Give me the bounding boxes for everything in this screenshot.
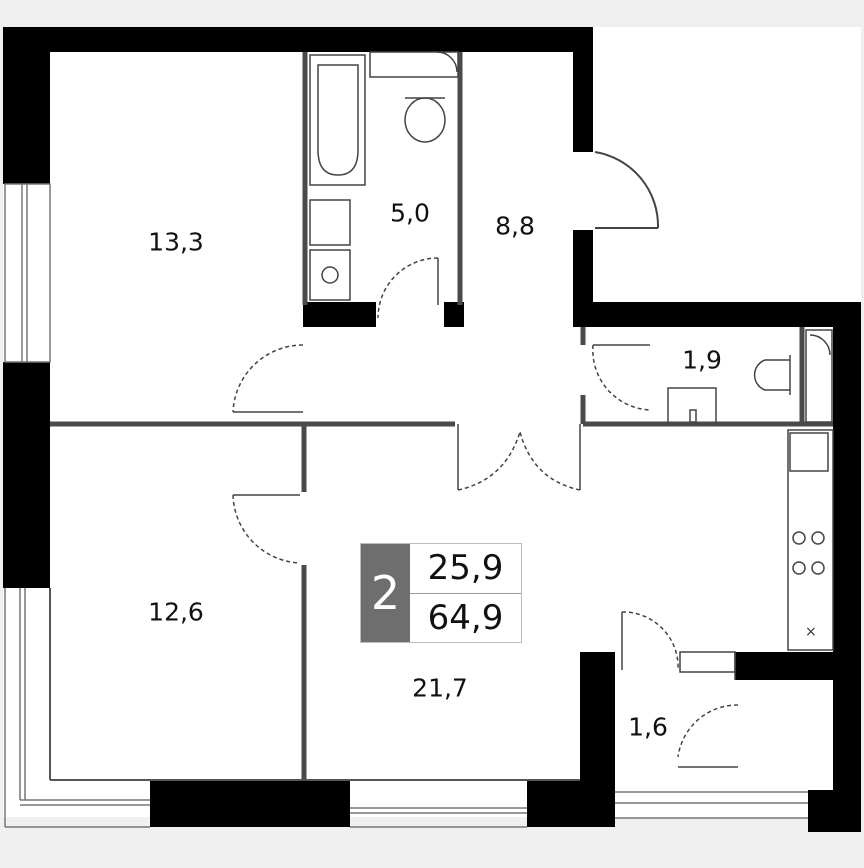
wc-sink-icon <box>667 387 717 425</box>
stove-icon <box>792 531 806 545</box>
room-area-bedroom-2: 12,6 <box>148 597 204 627</box>
room-area-bathroom: 5,0 <box>390 198 430 228</box>
fridge-marker-icon: × <box>805 624 817 640</box>
area-stack: 25,9 64,9 <box>410 544 521 642</box>
room-area-hall: 8,8 <box>495 211 535 241</box>
room-area-toilet: 1,9 <box>682 345 722 375</box>
room-area-living-kitchen: 21,7 <box>412 673 468 703</box>
sink-icon <box>309 199 351 246</box>
apartment-summary-badge: 2 25,9 64,9 <box>360 543 522 643</box>
door-swings <box>232 257 739 758</box>
bathtub-icon <box>309 54 366 186</box>
total-area: 64,9 <box>410 592 521 643</box>
room-area-storage: 1,6 <box>628 712 668 742</box>
rooms-count: 2 <box>361 544 410 642</box>
kitchen-counter <box>787 429 834 651</box>
windows <box>4 183 808 828</box>
kitchen-sink-icon <box>789 432 829 472</box>
exterior-walls <box>3 27 861 832</box>
living-area: 25,9 <box>427 548 504 589</box>
door-leaves <box>233 151 833 768</box>
washing-machine-icon <box>309 249 351 301</box>
room-area-bedroom-1: 13,3 <box>148 227 204 257</box>
fixtures <box>309 51 834 680</box>
interior-partitions <box>50 52 833 780</box>
